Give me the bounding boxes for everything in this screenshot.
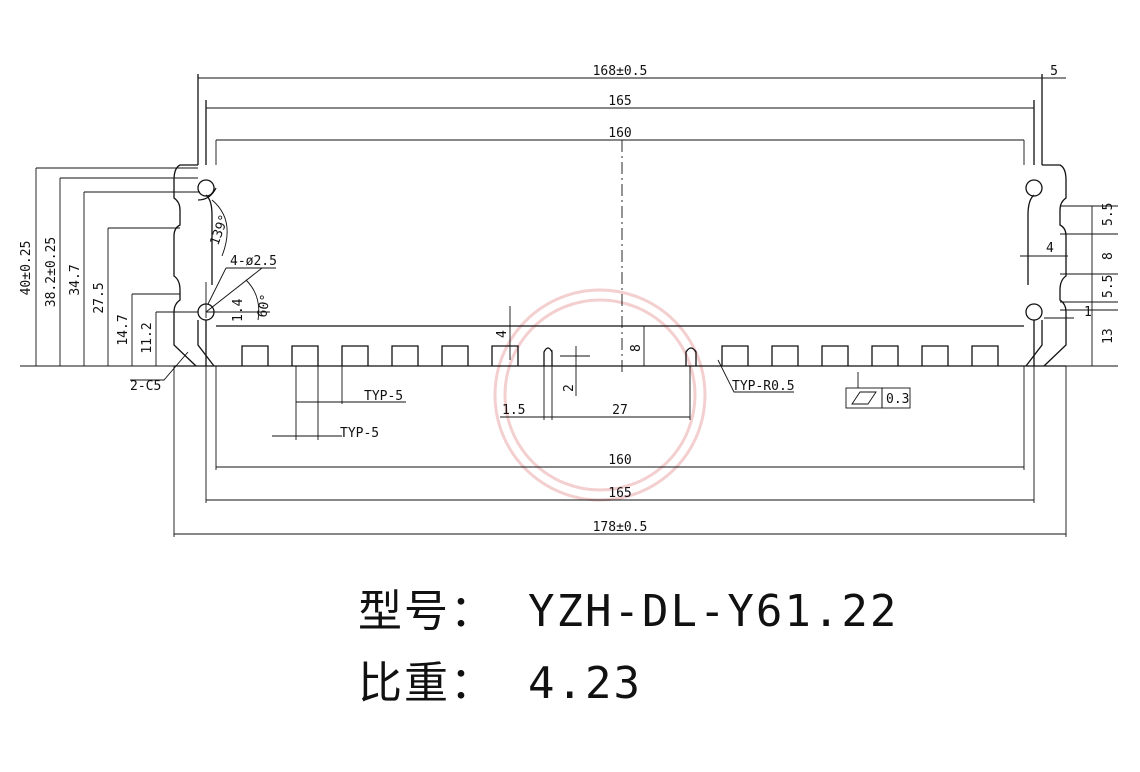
fin-11 [921, 345, 949, 366]
right-8: 8 [1101, 252, 1116, 260]
flatness-value: 0.3 [886, 392, 909, 407]
left-top-hole [197, 179, 215, 197]
dim-165-top: 165 [608, 94, 631, 109]
fin-9 [821, 345, 849, 366]
fin-1 [241, 345, 269, 366]
dim-38-2: 38.2±0.25 [44, 237, 59, 307]
radius-spec: TYP-R0.5 [732, 379, 795, 394]
right-dimensions: 4 5.5 8 5.5 1 13 [1020, 203, 1118, 367]
right-4: 4 [1046, 241, 1054, 256]
dim-160-top: 160 [608, 126, 631, 141]
left-wall [173, 164, 198, 367]
hole-spec: 4-ø2.5 [230, 254, 277, 269]
dim-14-7: 14.7 [116, 314, 131, 345]
fin-6 [491, 345, 519, 366]
center-fin-2 [685, 347, 697, 366]
right-1: 1 [1084, 305, 1092, 320]
watermark-ring [493, 288, 707, 502]
chamfer-spec: 2-C5 [130, 379, 161, 394]
fin-12 [971, 345, 999, 366]
fin-3 [341, 345, 369, 366]
horizontal-dimensions: 168±0.5 5 165 160 160 165 178±0.5 [173, 64, 1067, 537]
dim-178: 178±0.5 [593, 520, 648, 535]
center-fin-1 [543, 347, 553, 366]
model-label: 型号： [358, 586, 496, 637]
fin-10 [871, 345, 899, 366]
dim-5: 5 [1050, 64, 1058, 79]
right-13: 13 [1101, 328, 1116, 344]
angle-60: 60° [255, 293, 274, 319]
flatness-icon [851, 391, 877, 405]
profile-outline [173, 74, 1067, 367]
flatness-frame [845, 387, 883, 409]
fin-pitch-lower: TYP-5 [340, 426, 379, 441]
height-8: 8 [629, 344, 644, 352]
fin-dimensions: TYP-5 TYP-5 1.5 27 4 2 8 TYP-R0.5 0.3 [272, 306, 911, 441]
fin-7 [721, 345, 749, 366]
model-value: YZH-DL-Y61.22 [528, 586, 898, 637]
dim-11-2: 11.2 [140, 322, 155, 353]
fin-8 [771, 345, 799, 366]
right-wall [1042, 164, 1067, 367]
dim-40: 40±0.25 [19, 241, 34, 296]
heat-sink-fins [241, 345, 999, 366]
right-5-5-a: 5.5 [1101, 203, 1116, 226]
dim-34-7: 34.7 [68, 264, 83, 295]
spec-block: 型号： YZH-DL-Y61.22 比重： 4.23 [358, 586, 898, 709]
left-callouts: 139° 60° 1.4 4-ø2.5 2-C5 [130, 199, 277, 394]
dim-165-bottom: 165 [608, 486, 631, 501]
fin-height: 4 [495, 330, 510, 338]
watermark-ring-inner [503, 298, 697, 492]
watermark-logo [493, 288, 707, 502]
right-5-5-b: 5.5 [1101, 275, 1116, 298]
fin-5 [441, 345, 469, 366]
fin-4 [391, 345, 419, 366]
dim-27-5: 27.5 [92, 282, 107, 313]
dim-160-bottom: 160 [608, 453, 631, 468]
density-label: 比重： [358, 658, 496, 709]
dim-168: 168±0.5 [593, 64, 648, 79]
right-top-hole [1025, 179, 1043, 197]
right-bottom-hole [1025, 303, 1043, 321]
fin-pitch-upper: TYP-5 [364, 389, 403, 404]
span-27: 27 [612, 403, 628, 418]
left-vertical-dimensions: 40±0.25 38.2±0.25 34.7 27.5 14.7 11.2 [19, 167, 216, 367]
dim-1-4: 1.4 [231, 298, 246, 322]
density-value: 4.23 [528, 658, 642, 709]
base-2: 2 [562, 384, 577, 392]
fin-width: 1.5 [502, 403, 525, 418]
fin-2 [291, 345, 319, 366]
